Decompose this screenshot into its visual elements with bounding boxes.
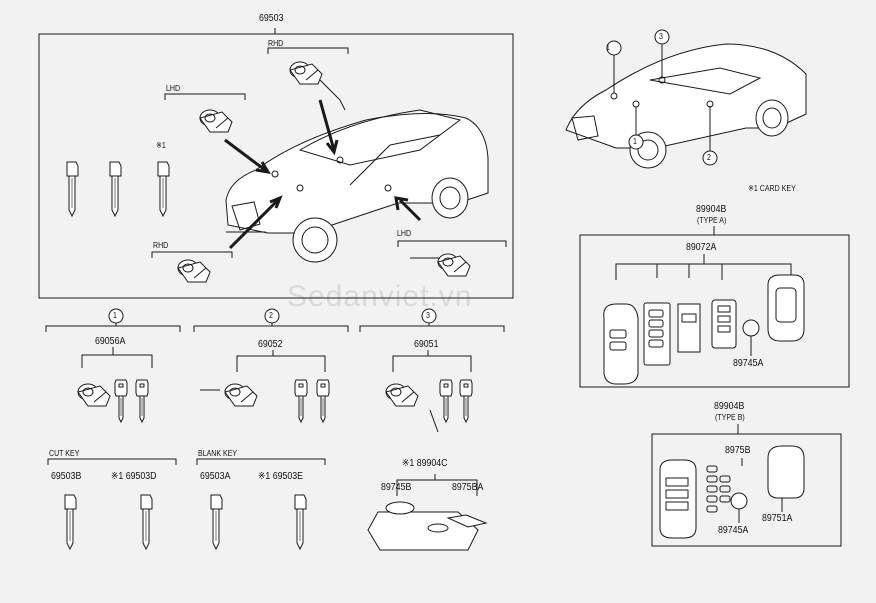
callout-1: 1 xyxy=(113,311,117,320)
label-card-battery: 89745B xyxy=(381,482,412,493)
label-card-mark-main: ※1 xyxy=(156,141,166,150)
label-lhd-bottom: LHD xyxy=(397,229,412,238)
label-cut-key: CUT KEY xyxy=(49,449,80,458)
label-type-b: (TYPE B) xyxy=(715,413,745,422)
label-lhd-top: LHD xyxy=(166,84,181,93)
label-card-key-note: ※1 CARD KEY xyxy=(748,184,796,193)
label-type-a-battery: 89745A xyxy=(733,358,764,369)
callout-2-car: 2 xyxy=(707,153,711,162)
label-rhd-top: RHD xyxy=(268,39,284,48)
label-set-3: 69051 xyxy=(414,339,439,350)
label-blank-key: BLANK KEY xyxy=(198,449,238,458)
main-assembly-box xyxy=(39,34,513,298)
label-rhd-bottom: RHD xyxy=(153,241,169,250)
label-card-key-set: ※1 89904C xyxy=(402,458,448,469)
label-card-case: 8975BA xyxy=(452,482,484,493)
label-blank-key-a: 69503A xyxy=(200,471,231,482)
label-type-b-battery: 89745A xyxy=(718,525,749,536)
callout-2: 2 xyxy=(269,311,273,320)
label-type-a-part: 89904B xyxy=(696,204,727,215)
label-type-b-case: 89751A xyxy=(762,513,793,524)
callout-1b-car: 1 xyxy=(633,137,637,146)
callout-car xyxy=(566,44,806,168)
label-cut-key-a: 69503B xyxy=(51,471,82,482)
label-blank-key-b: ※1 69503E xyxy=(258,471,304,482)
callout-3-car: 3 xyxy=(659,32,663,41)
callout-1-car: 1 xyxy=(606,43,610,52)
label-type-b-cover: 8975B xyxy=(725,445,751,456)
label-set-2: 69052 xyxy=(258,339,283,350)
label-main-assembly: 69503 xyxy=(259,13,284,24)
label-cut-key-b: ※1 69503D xyxy=(111,471,157,482)
label-set-1: 69056A xyxy=(95,336,126,347)
callout-3: 3 xyxy=(426,311,430,320)
label-type-a: (TYPE A) xyxy=(697,216,727,225)
label-type-a-transmitter: 89072A xyxy=(686,242,717,253)
main-car xyxy=(226,110,488,262)
watermark: Sedanviet.vn xyxy=(287,280,473,313)
label-type-b-part: 89904B xyxy=(714,401,745,412)
